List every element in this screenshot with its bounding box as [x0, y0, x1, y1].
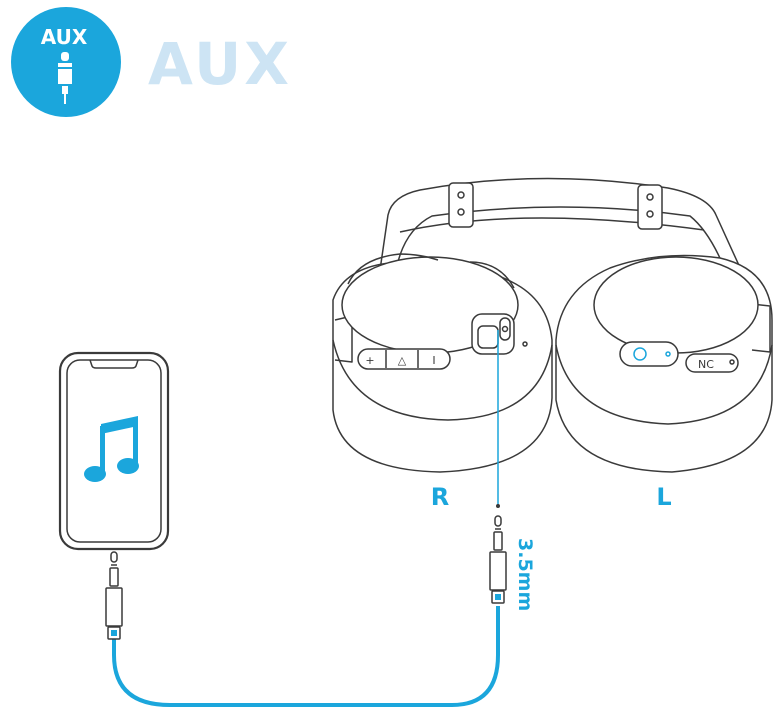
headphone-aux-plug: [489, 515, 507, 604]
left-earcup: NC: [555, 254, 773, 473]
phone-notch: [89, 359, 139, 369]
page-title: AUX: [148, 30, 292, 98]
left-earcup-label: L: [656, 483, 671, 511]
phone-aux-plug: [105, 551, 123, 640]
headband: [379, 177, 743, 273]
music-note-icon: [84, 416, 139, 482]
volume-down-button[interactable]: I: [432, 354, 435, 367]
volume-up-button[interactable]: +: [365, 354, 374, 367]
smartphone: [58, 351, 170, 551]
aux-badge-label: AUX: [41, 25, 88, 49]
right-button-strip: + △ I: [357, 348, 451, 370]
right-earcup-label: R: [431, 483, 449, 511]
aux-port: [471, 313, 528, 355]
right-earcup: + △ I: [332, 253, 553, 473]
phone-screen-frame: [66, 359, 162, 543]
headphones: + △ I NC: [332, 177, 773, 473]
left-button-strip: NC: [619, 341, 739, 373]
port-guide-dot: [496, 504, 500, 508]
aux-jack-icon: [58, 52, 72, 104]
aux-badge-circle: [11, 7, 121, 117]
jack-size-label: 3.5mm: [514, 538, 536, 611]
play-button[interactable]: △: [398, 354, 407, 367]
aux-cable: [112, 606, 500, 707]
power-button-icon[interactable]: [633, 347, 647, 361]
phone-body: [58, 351, 170, 551]
nc-button[interactable]: NC: [698, 358, 714, 371]
aux-badge: AUX: [11, 7, 121, 117]
